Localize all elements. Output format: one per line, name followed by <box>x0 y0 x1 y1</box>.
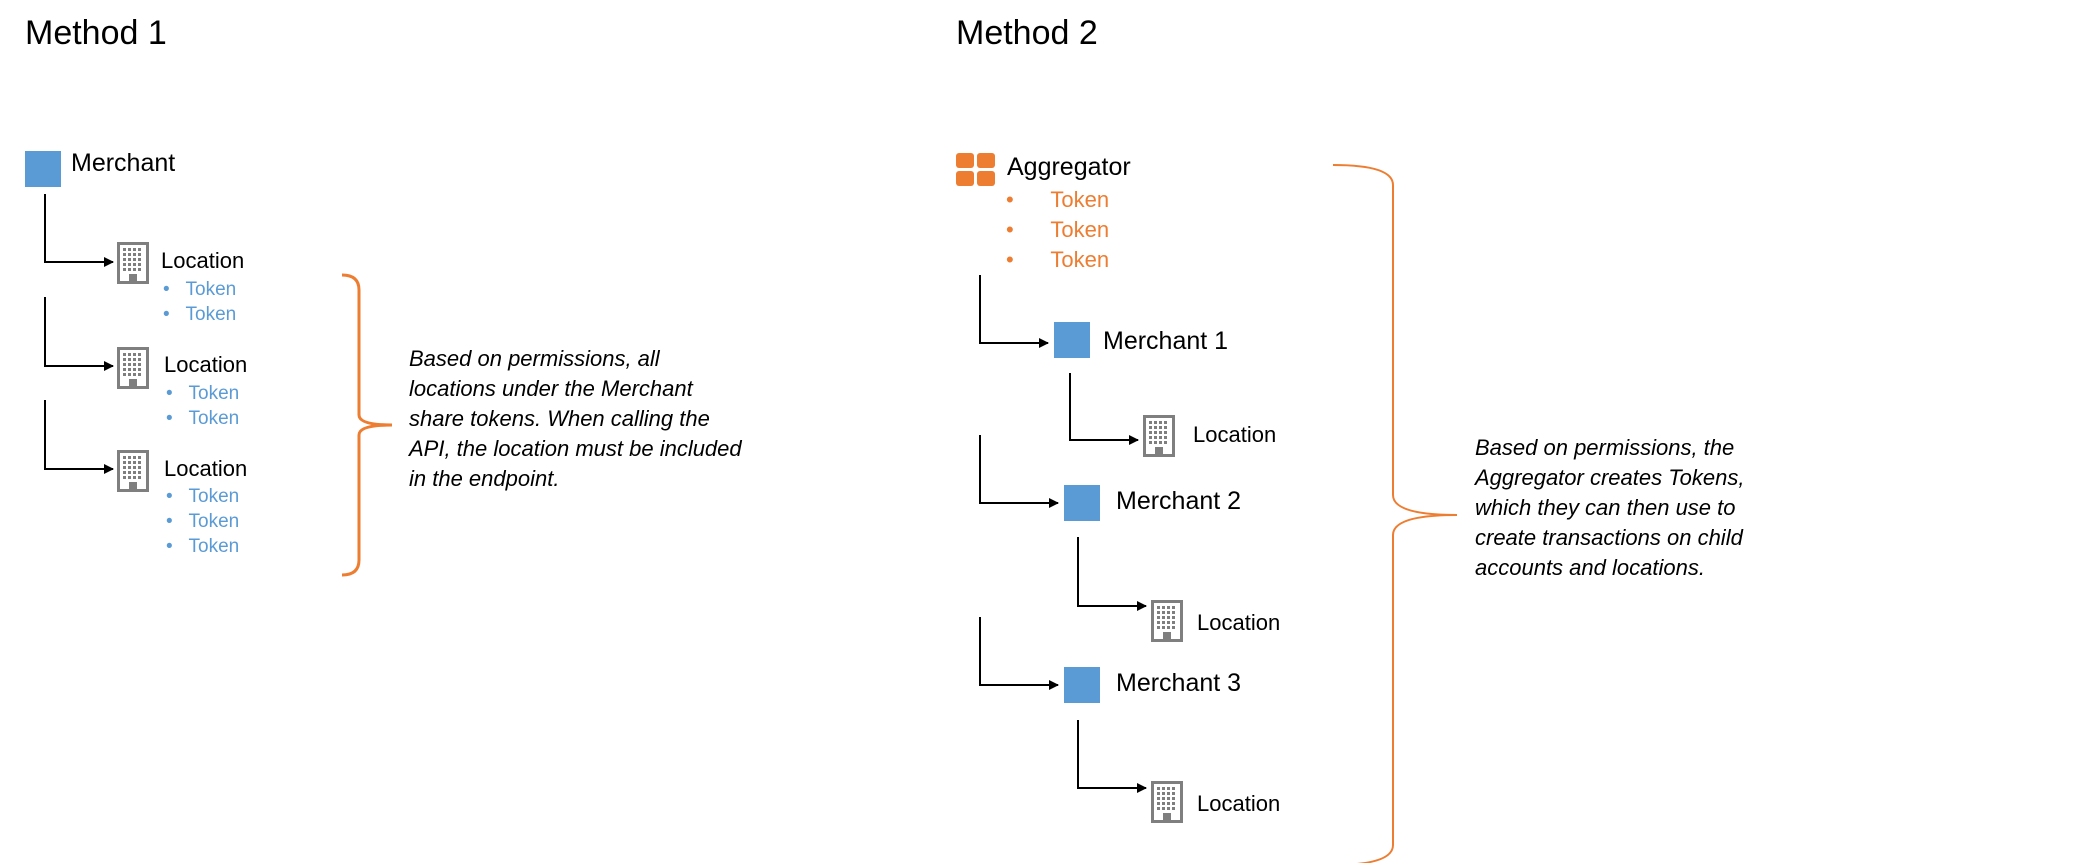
location-label: Location <box>1197 610 1281 635</box>
token-item: • Token <box>166 408 240 429</box>
merchant-square-icon <box>25 151 61 187</box>
method1-title: Method 1 <box>25 14 167 52</box>
merchant-label: Merchant <box>71 149 176 177</box>
token-item: • Token <box>163 304 237 325</box>
aggregator-token-item: • Token <box>1006 187 1110 212</box>
location-label: Location <box>1193 422 1277 447</box>
merchant-square-icon <box>1054 322 1090 358</box>
building-icon <box>117 347 149 389</box>
connector-m1-loc2 <box>44 297 114 371</box>
aggregator-token-item: • Token <box>1006 217 1110 242</box>
merchant-square-icon <box>1064 485 1100 521</box>
building-icon <box>117 242 149 284</box>
connector-agg-merchant2 <box>979 435 1059 508</box>
merchant-label: Merchant 2 <box>1116 487 1242 515</box>
connector-m1-loc1 <box>44 194 114 267</box>
location-label: Location <box>1197 791 1281 816</box>
merchant-label: Merchant 3 <box>1116 669 1242 697</box>
building-icon <box>1151 600 1183 642</box>
token-item: • Token <box>163 279 237 300</box>
connector-m1-loc3 <box>44 400 114 474</box>
connector-agg-merchant3 <box>979 617 1059 690</box>
location-label: Location <box>164 456 248 481</box>
connector-agg-merchant1 <box>979 275 1049 348</box>
connector-merchant2-location <box>1077 537 1147 611</box>
method1-note: Based on permissions, all locations unde… <box>409 346 742 491</box>
token-item: • Token <box>166 486 240 507</box>
merchant-label: Merchant 1 <box>1103 327 1229 355</box>
aggregator-grid-icon <box>956 153 995 186</box>
merchant-square-icon <box>1064 667 1100 703</box>
aggregator-label: Aggregator <box>1007 153 1131 181</box>
connector-merchant1-location <box>1069 373 1139 445</box>
bracket-m1 <box>341 273 393 577</box>
aggregator-token-item: • Token <box>1006 247 1110 272</box>
connector-merchant3-location <box>1077 720 1147 793</box>
bracket-m2 <box>1332 164 1458 863</box>
building-icon <box>117 450 149 492</box>
location-label: Location <box>164 352 248 377</box>
method2-title: Method 2 <box>956 14 1098 52</box>
token-item: • Token <box>166 383 240 404</box>
building-icon <box>1151 781 1183 823</box>
token-item: • Token <box>166 536 240 557</box>
location-label: Location <box>161 248 245 273</box>
token-item: • Token <box>166 511 240 532</box>
building-icon <box>1143 415 1175 457</box>
method2-note: Based on permissions, the Aggregator cre… <box>1475 435 1745 580</box>
